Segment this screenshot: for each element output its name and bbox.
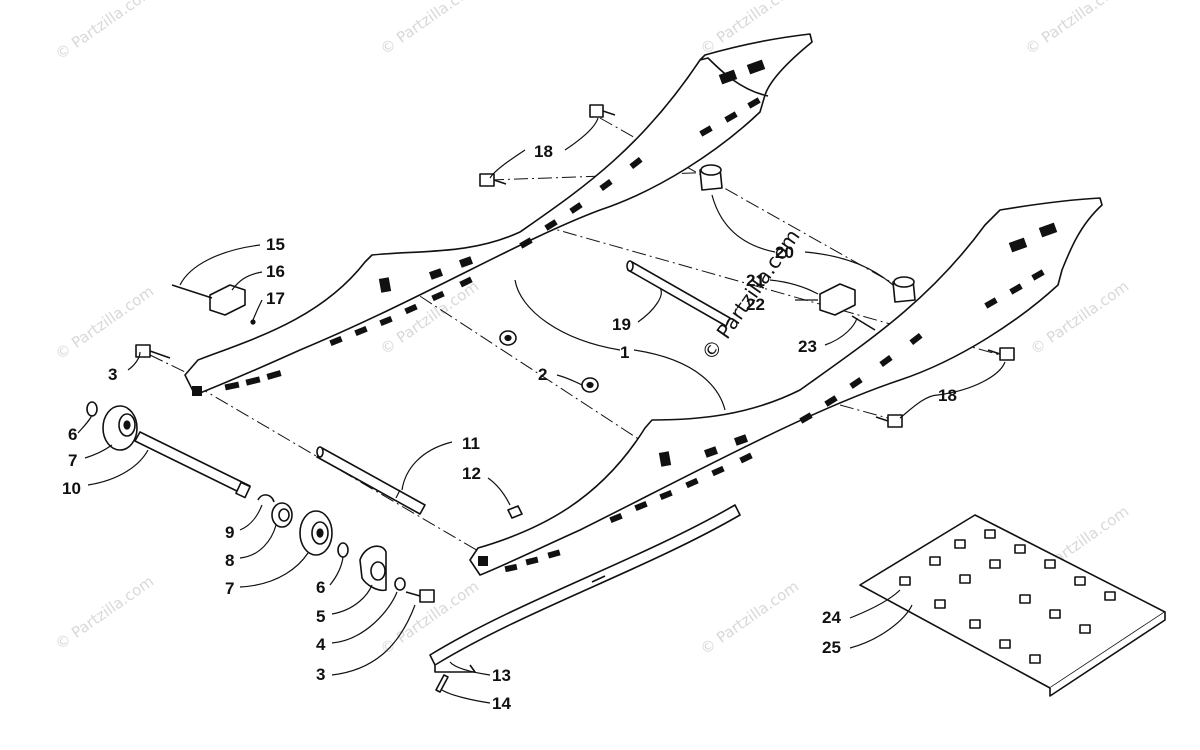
nut [507,505,523,519]
wear-strip [429,504,741,673]
callout-17: 17 [266,289,285,308]
callout-14: 14 [492,694,511,713]
callout-9: 9 [225,523,234,542]
rail-blocks [171,283,876,331]
callout-3-upper: 3 [108,365,117,384]
callout-4: 4 [316,635,326,654]
callout-8: 8 [225,551,234,570]
callout-3-lower: 3 [316,665,325,684]
callout-6-upper: 6 [68,425,77,444]
track-section [859,514,1166,697]
rail-lower-slots [478,222,1058,573]
callout-labels: 18 15 16 17 3 6 7 10 9 8 7 6 5 4 3 11 12… [62,142,957,713]
callout-12: 12 [462,464,481,483]
watermark: © Partzilla.com [52,0,157,63]
callout-11: 11 [462,434,480,453]
watermark: © Partzilla.com [697,577,802,658]
callout-24: 24 [822,608,841,627]
callout-21: 21 [746,271,765,290]
callout-1: 1 [620,343,629,362]
track-lugs [899,529,1116,664]
callout-7-upper: 7 [68,451,77,470]
rear-axle [316,446,426,515]
callout-18-top: 18 [534,142,553,161]
callout-6-lower: 6 [316,578,325,597]
callout-20: 20 [775,243,794,262]
rail-lower [469,197,1103,576]
callout-25: 25 [822,638,841,657]
callout-15: 15 [266,235,285,254]
callout-13: 13 [492,666,511,685]
callout-18-right: 18 [938,386,957,405]
watermark: © Partzilla.com [1022,0,1127,58]
callout-23: 23 [798,337,817,356]
front-axle [134,431,251,499]
callout-22: 22 [746,295,765,314]
callout-7-lower: 7 [225,579,234,598]
callout-10: 10 [62,479,81,498]
idler-wheels [86,401,406,592]
cross-shaft [626,260,731,327]
watermark: © Partzilla.com [377,0,482,58]
callout-19: 19 [612,315,631,334]
spacers [499,164,916,393]
callout-2: 2 [538,365,547,384]
callout-5: 5 [316,607,325,626]
rail-upper [184,33,813,396]
leader-lines [77,117,1006,704]
bolts [135,104,1015,693]
rail-upper-slots [192,59,766,396]
watermark: © Partzilla.com [52,572,157,653]
callout-16: 16 [266,262,285,281]
